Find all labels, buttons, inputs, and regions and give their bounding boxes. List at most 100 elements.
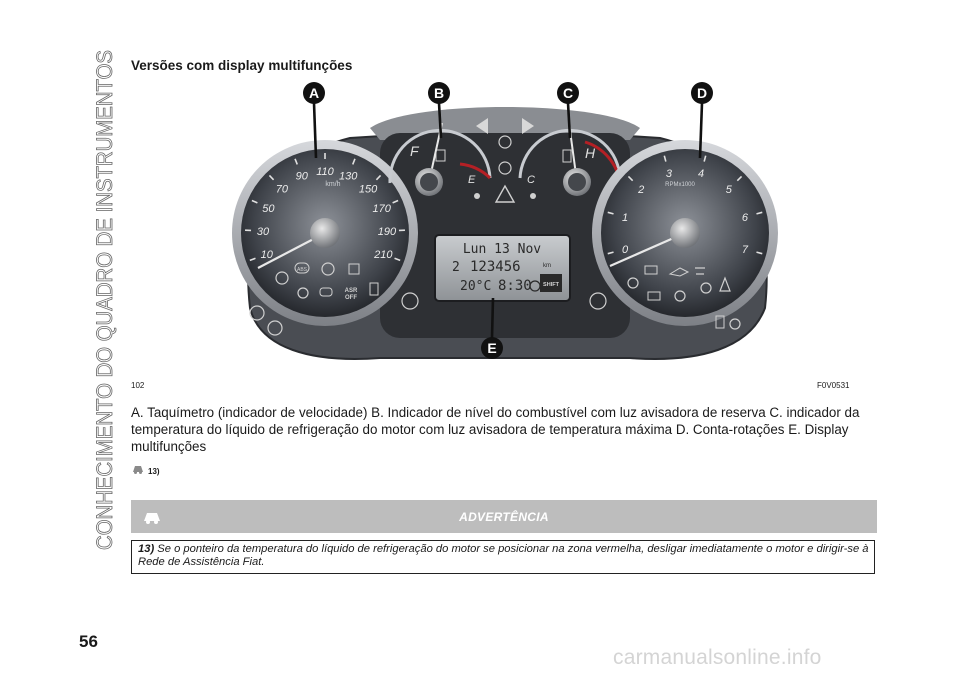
tacho-tick-label: 5 xyxy=(726,184,733,196)
figure-code: F0V0531 xyxy=(817,381,850,390)
fuel-full-label: F xyxy=(410,143,420,159)
fuel-pump-icon xyxy=(435,149,446,162)
turn-right-icon xyxy=(522,118,534,134)
speedo-unit: km/h xyxy=(325,181,340,188)
tacho-tick xyxy=(703,155,707,162)
warning-text: Se o ponteiro da temperatura do líquido … xyxy=(138,543,869,568)
fuel-empty-label: E xyxy=(468,174,476,186)
callout-e-badge: E xyxy=(481,337,503,359)
fuel-reserve-icon xyxy=(715,315,725,329)
figure-number: 102 xyxy=(131,381,145,390)
caption-reference-number: 13) xyxy=(148,467,160,476)
speedo-tick-label: 210 xyxy=(373,249,393,261)
svg-text:C: C xyxy=(563,85,573,101)
speedo-tick-label: 150 xyxy=(359,183,378,195)
chapter-title-vertical: CONHECIMENTO DO QUADRO DE INSTRUMENTOS xyxy=(78,40,126,560)
esc-icon xyxy=(348,263,360,275)
abs-icon xyxy=(294,262,310,274)
tacho-tick-label: 2 xyxy=(637,184,644,196)
speedo-tick-label: 130 xyxy=(339,171,358,183)
svg-text:B: B xyxy=(434,85,444,101)
speedo-hub xyxy=(310,218,340,248)
temp-hot-label: H xyxy=(585,145,596,161)
tacho-tick-label: 4 xyxy=(698,168,704,180)
asr-label: ASR xyxy=(345,288,358,294)
speedo-tick-label: 90 xyxy=(296,171,309,183)
speedo-tick-label: 50 xyxy=(262,203,275,215)
tacho-tick-label: 3 xyxy=(666,168,673,180)
lamp-failure-icon xyxy=(249,305,265,321)
callout-b-badge: B xyxy=(428,82,450,104)
display-odometer: 123456 xyxy=(470,259,521,275)
callout-d-badge: D xyxy=(691,82,713,104)
tacho-tick xyxy=(736,175,743,182)
warning-car-icon xyxy=(144,513,160,524)
battery-icon xyxy=(369,282,379,296)
callout-a-badge: A xyxy=(303,82,325,104)
display-shift-indicator: SHIFT xyxy=(543,282,560,288)
speedo-tick-label: 70 xyxy=(276,183,289,195)
warning-body: 13) Se o ponteiro da temperatura do líqu… xyxy=(131,540,875,574)
svg-text:E: E xyxy=(487,340,496,356)
high-beam-icon xyxy=(498,161,512,175)
headlight-icon xyxy=(498,135,512,149)
speedo-tick xyxy=(249,257,256,262)
coolant-warning-icon xyxy=(695,267,705,275)
hazard-triangle-icon xyxy=(494,184,516,203)
tacho-tick xyxy=(663,155,667,162)
svg-text:A: A xyxy=(309,85,319,101)
speedo-tick xyxy=(294,158,299,165)
immobilizer-icon xyxy=(647,291,661,301)
tacho-tick-label: 0 xyxy=(622,244,629,256)
svg-text:D: D xyxy=(697,85,707,101)
speedo-tick-label: 110 xyxy=(316,166,334,178)
tacho-tick xyxy=(756,251,763,255)
chapter-title-text: CONHECIMENTO DO QUADRO DE INSTRUMENTOS xyxy=(92,50,117,550)
section-title: Versões com display multifunções xyxy=(131,58,353,73)
brake-icon xyxy=(321,262,335,276)
tpms-icon xyxy=(674,290,686,302)
display-time: 8:30 xyxy=(498,278,532,294)
status-dot-left xyxy=(474,193,480,199)
page-number: 56 xyxy=(79,632,98,651)
tacho-tick xyxy=(627,175,634,182)
front-fog-icon xyxy=(401,292,419,310)
temperature-gauge: C H xyxy=(518,122,622,196)
speedo-tick xyxy=(268,174,275,181)
speedo-tick-label: 10 xyxy=(261,249,274,261)
watermark: carmanualsonline.info xyxy=(613,646,822,669)
tire-pressure-icon xyxy=(267,320,283,336)
multifunction-display: Lun 13 Nov 2 123456 km 20°C 8:30 SHIFT xyxy=(434,234,571,302)
asr-off-label: OFF xyxy=(345,295,357,301)
glow-plug-icon xyxy=(297,287,309,299)
display-odometer-unit: km xyxy=(543,263,551,269)
caption-reference: 13) xyxy=(131,461,160,476)
speedo-tick xyxy=(251,199,258,204)
tacho-tick xyxy=(607,211,614,215)
airbag-icon xyxy=(700,282,712,294)
tacho-unit: RPMx1000 xyxy=(665,182,695,188)
warning-car-icon xyxy=(133,466,143,474)
fuel-gauge: F E xyxy=(388,122,492,196)
speedo-tick xyxy=(375,174,382,181)
callout-c-badge: C xyxy=(557,82,579,104)
speedo-tick-label: 30 xyxy=(257,226,270,238)
tacho-tick xyxy=(607,251,614,255)
speedo-tick xyxy=(351,158,356,165)
door-open-icon xyxy=(729,318,741,330)
display-temperature: 20°C xyxy=(460,279,491,294)
abs-icon-label: ABS xyxy=(297,267,308,273)
battery-charge-icon xyxy=(644,265,658,275)
display-trip-prefix: 2 xyxy=(452,260,460,275)
speedo-tick-label: 190 xyxy=(378,226,397,238)
parking-light-icon xyxy=(319,287,333,297)
tacho-tick-label: 1 xyxy=(622,212,628,224)
tacho-tick-label: 6 xyxy=(742,212,749,224)
speedo-tick xyxy=(394,257,401,262)
warning-light-icon xyxy=(275,271,289,285)
display-date: Lun 13 Nov xyxy=(463,242,541,257)
coolant-icon xyxy=(562,149,572,163)
engine-check-icon xyxy=(627,277,639,289)
